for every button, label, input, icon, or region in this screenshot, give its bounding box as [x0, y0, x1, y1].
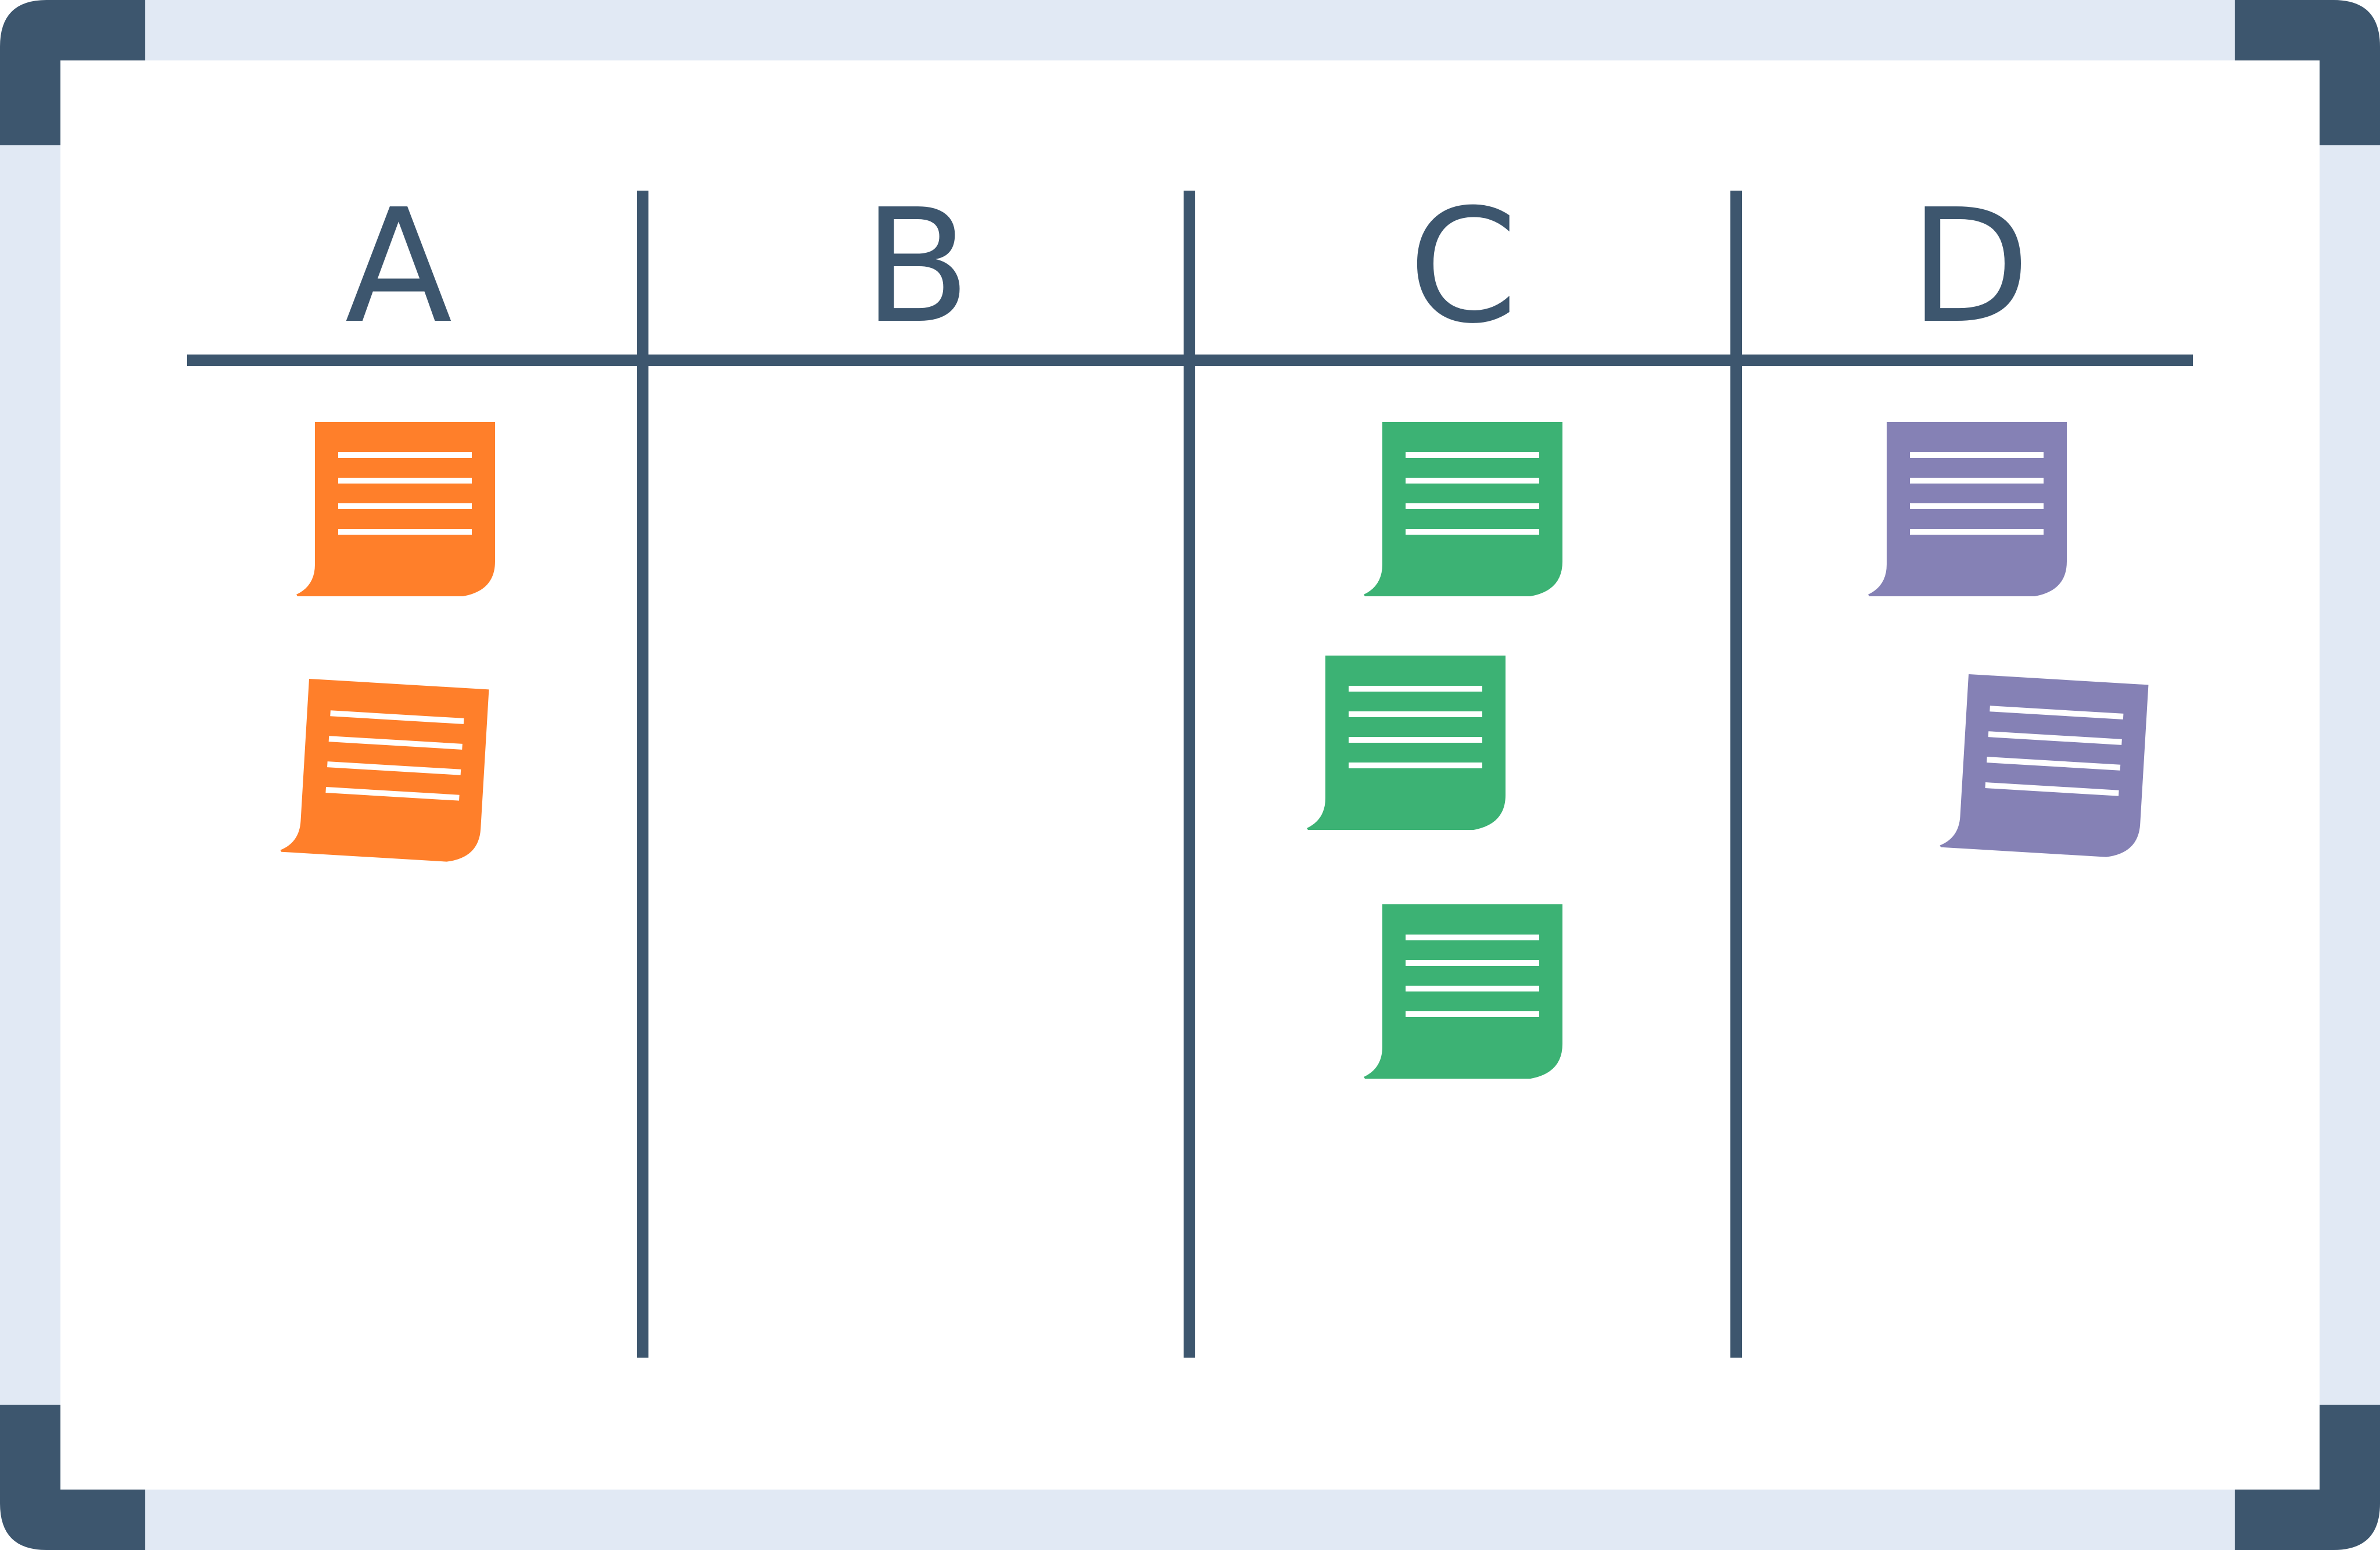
sticky-note-icon[interactable]: [1940, 673, 2149, 859]
column-header-c: C: [1408, 175, 1518, 358]
corner-bottom-right: [2235, 1405, 2380, 1550]
column-divider-3: [1730, 191, 1742, 1358]
sticky-note-icon[interactable]: [296, 422, 495, 596]
corner-bottom-left: [0, 1405, 145, 1550]
corner-top-right: [2235, 0, 2380, 145]
column-header-d: D: [1909, 175, 2030, 358]
column-header-a: A: [345, 175, 453, 358]
sticky-note-icon[interactable]: [1364, 422, 1562, 596]
corner-top-left: [0, 0, 145, 145]
sticky-note-icon[interactable]: [280, 678, 489, 864]
column-divider-2: [1184, 191, 1195, 1358]
column-divider-1: [637, 191, 648, 1358]
sticky-note-icon[interactable]: [1868, 422, 2067, 596]
column-header-b: B: [863, 175, 970, 358]
sticky-note-icon[interactable]: [1307, 656, 1506, 830]
sticky-note-icon[interactable]: [1364, 904, 1562, 1079]
